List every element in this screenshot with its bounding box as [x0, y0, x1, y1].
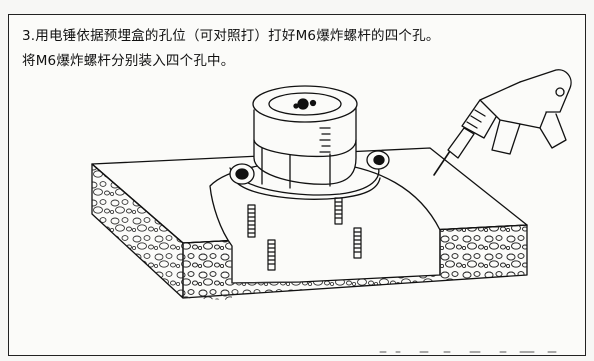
electric-hammer-drill — [433, 69, 572, 176]
round-fixture — [229, 85, 390, 200]
bolt-1 — [247, 204, 256, 238]
instruction-line-2: 将M6爆炸螺杆分别装入四个孔中。 — [22, 53, 235, 69]
bolt-3 — [267, 239, 276, 271]
bolt-4 — [353, 227, 362, 259]
instruction-line-1: 3.用电锤依据预埋盒的孔位（可对照打）打好M6爆炸螺杆的四个孔。 — [22, 28, 440, 44]
instruction-text: 3.用电锤依据预埋盒的孔位（可对照打）打好M6爆炸螺杆的四个孔。 将M6爆炸螺杆… — [22, 24, 440, 74]
bolt-2 — [334, 197, 343, 225]
